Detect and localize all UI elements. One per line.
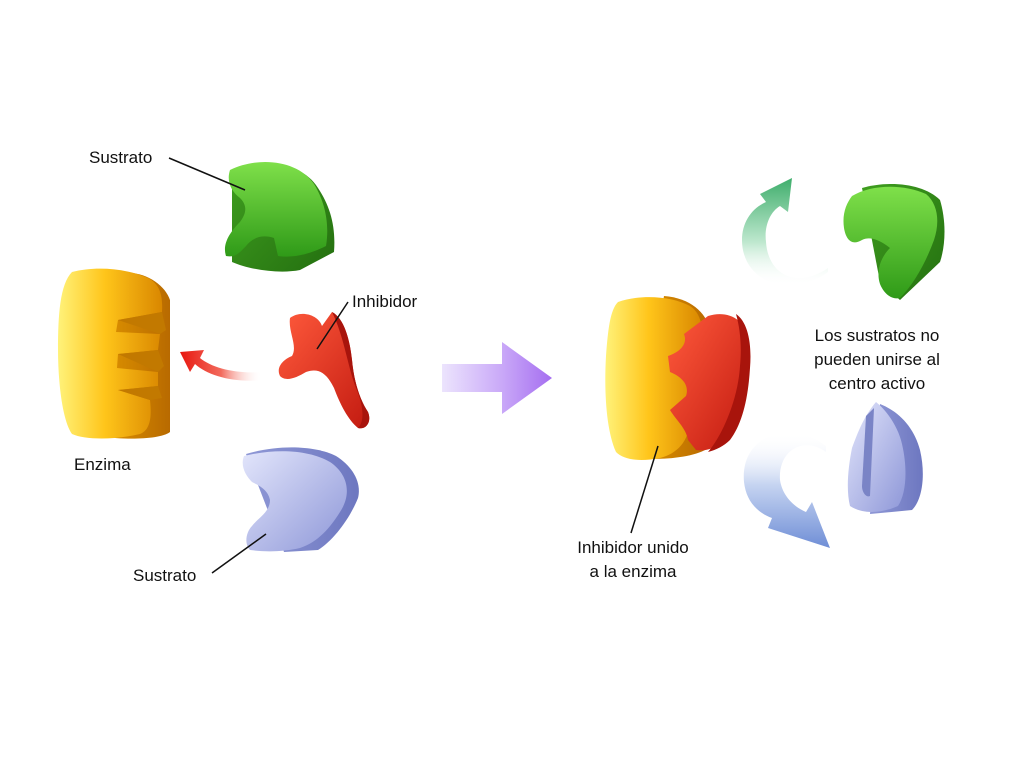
blue-curved-arrow (743, 432, 830, 548)
label-bound-line1: Inhibidor unido (577, 538, 689, 557)
label-bound-inhibitor: Inhibidor unido a la enzima (548, 536, 718, 584)
label-note: Los sustratos no pueden unirse al centro… (792, 324, 962, 396)
substrate-green-shape (224, 161, 335, 272)
leader-line-substrate-top (168, 157, 246, 191)
label-bound-line2: a la enzima (589, 562, 677, 581)
binding-arrow (180, 350, 262, 381)
leader-line-substrate-bottom (211, 533, 267, 574)
process-arrow (442, 342, 552, 414)
label-note-line1: Los sustratos no (814, 326, 940, 345)
substrate-green-right-shape (843, 184, 945, 300)
label-substrate-bottom: Sustrato (133, 566, 197, 585)
enzyme-inhibitor-complex (605, 296, 751, 460)
label-inhibitor: Inhibidor (352, 292, 418, 311)
label-note-line2: pueden unirse al (814, 350, 940, 369)
inhibitor-shape (278, 312, 370, 429)
label-substrate-top: Sustrato (89, 148, 153, 167)
label-note-line3: centro activo (828, 374, 926, 393)
enzyme-shape (58, 268, 170, 439)
leader-line-inhibitor (316, 301, 349, 350)
green-curved-arrow (742, 178, 828, 286)
substrate-blue-shape (242, 447, 359, 552)
leader-line-bound (630, 445, 659, 534)
substrate-blue-right-shape (847, 402, 923, 514)
label-enzyme: Enzima (74, 455, 131, 474)
